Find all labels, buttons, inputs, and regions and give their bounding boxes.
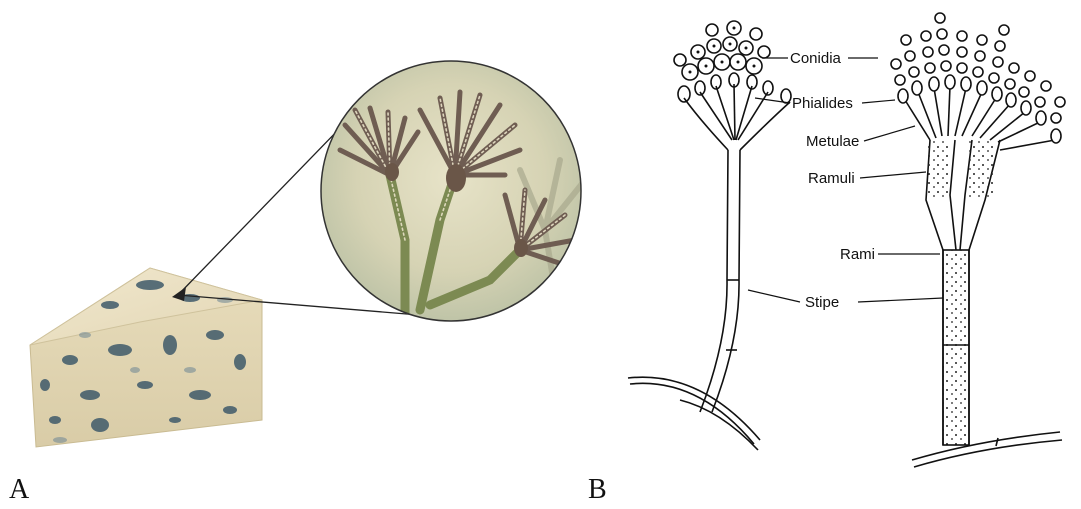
label-metulae: Metulae [806, 133, 859, 150]
branched-conidiophore [891, 13, 1065, 445]
label-conidia: Conidia [790, 50, 842, 67]
substrate-right [912, 432, 1062, 467]
label-rami: Rami [840, 246, 875, 263]
label-phialides: Phialides [792, 95, 853, 112]
simple-conidiophore [674, 21, 791, 412]
label-ramuli: Ramuli [808, 170, 855, 187]
panel-a-illustration [30, 61, 585, 447]
panel-b-illustration [628, 13, 1065, 467]
panel-b-letter: B [588, 474, 607, 506]
magnified-penicillium-view [321, 61, 585, 321]
diagram-labels: Conidia Phialides Metulae Ramuli Rami St… [790, 50, 875, 311]
panel-a-letter: A [9, 474, 29, 506]
substrate-left [628, 377, 760, 450]
label-stipe: Stipe [805, 294, 839, 311]
blue-cheese-wedge [30, 268, 262, 447]
